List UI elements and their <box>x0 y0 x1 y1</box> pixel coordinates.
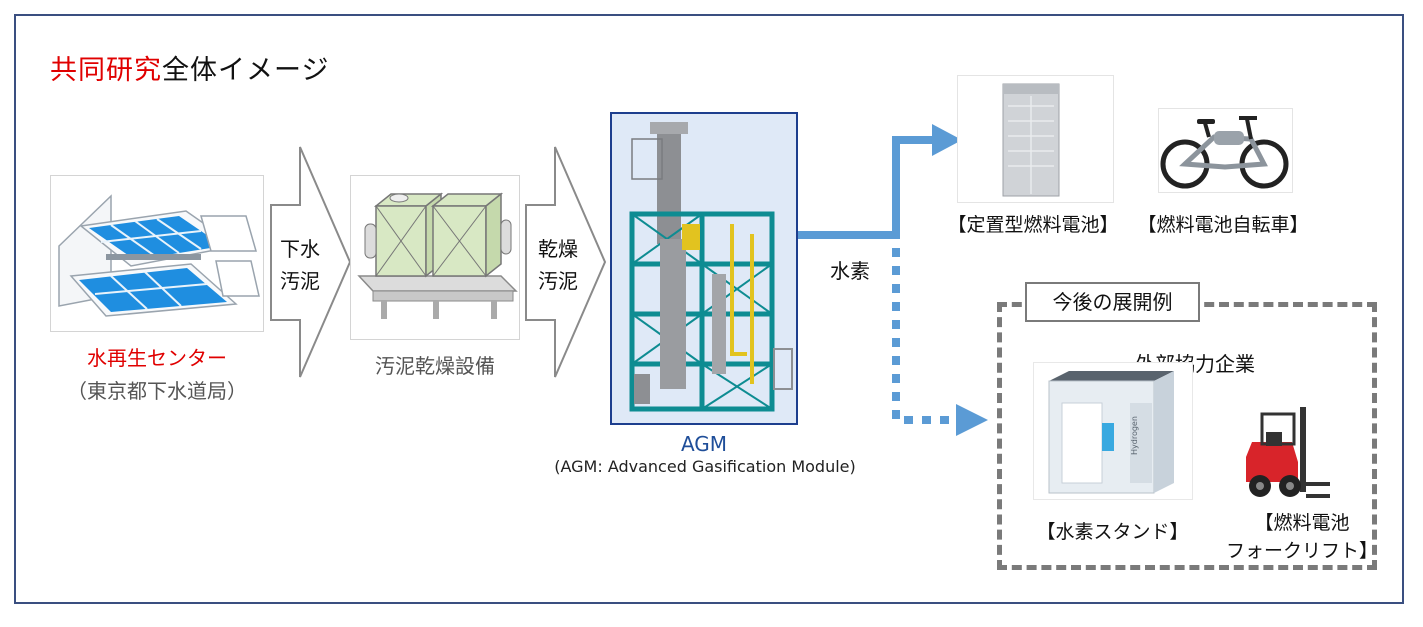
fuel-cell-illustration <box>1002 83 1060 197</box>
hydrogen-label: 水素 <box>830 259 870 283</box>
water-center-image <box>50 175 264 332</box>
dried-sludge-label-2: 汚泥 <box>538 269 578 293</box>
fuel-cell-label: 【定置型燃料電池】 <box>947 214 1119 236</box>
water-center-illustration <box>58 194 260 317</box>
agm-plant-illustration <box>629 122 793 412</box>
agm-name: AGM <box>680 432 728 456</box>
bicycle-label: 【燃料電池自転車】 <box>1137 214 1309 236</box>
fuel-cell-image <box>957 75 1114 203</box>
station-sign-text: Hydrogen <box>1130 416 1139 455</box>
diagram-title: 共同研究全体イメージ <box>50 48 329 87</box>
dried-sludge-arrow <box>525 146 607 378</box>
hydrogen-station-illustration: Hydrogen <box>1048 371 1174 494</box>
bicycle-illustration <box>1160 116 1289 189</box>
water-center-name: 水再生センター <box>87 346 227 370</box>
hydrogen-station-label: 【水素スタンド】 <box>1036 521 1189 543</box>
hydrogen-station-image: Hydrogen <box>1033 362 1193 500</box>
hydrogen-flow <box>798 124 988 436</box>
dryer-image <box>350 175 520 340</box>
agm-image <box>610 112 798 425</box>
forklift-label-2: フォークリフト】 <box>1225 540 1378 562</box>
dryer-name: 汚泥乾燥設備 <box>375 354 495 378</box>
title-highlight: 共同研究 <box>50 55 162 86</box>
sewage-sludge-arrow <box>270 146 352 378</box>
forklift-illustration <box>1246 407 1330 498</box>
sewage-sludge-label-2: 汚泥 <box>280 269 320 293</box>
water-center-owner: （東京都下水道局） <box>67 379 247 403</box>
hydrogen-flow-solid-line <box>798 136 936 239</box>
hydrogen-arrowhead-top <box>932 124 962 156</box>
title-rest: 全体イメージ <box>162 55 330 86</box>
dried-sludge-label-1: 乾燥 <box>538 237 578 261</box>
agm-full-name: (AGM: Advanced Gasification Module) <box>554 457 856 476</box>
diagram-frame <box>14 14 1404 604</box>
future-examples-tag: 今後の展開例 <box>1025 282 1200 322</box>
dryer-illustration <box>357 192 518 319</box>
bicycle-image <box>1158 108 1293 193</box>
hydrogen-flow-dashed-line <box>892 248 958 424</box>
sewage-sludge-label-1: 下水 <box>280 237 320 261</box>
hydrogen-arrowhead-bottom <box>956 404 988 436</box>
forklift-label-1: 【燃料電池 <box>1254 512 1350 534</box>
